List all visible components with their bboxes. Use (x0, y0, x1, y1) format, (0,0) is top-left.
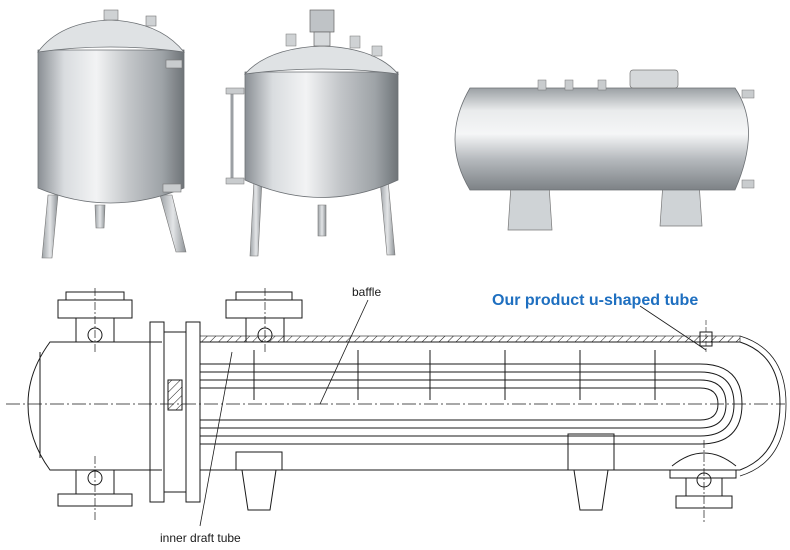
heat-exchanger-drawing (6, 288, 787, 527)
product-label: Our product u-shaped tube (492, 292, 698, 309)
inner-draft-tube-label: inner draft tube (160, 531, 241, 545)
vertical-storage-tank (37, 9, 187, 259)
mixing-tank-with-agitator (225, 9, 399, 257)
horizontal-storage-tank (454, 69, 755, 231)
baffle-label: baffle (352, 285, 381, 299)
